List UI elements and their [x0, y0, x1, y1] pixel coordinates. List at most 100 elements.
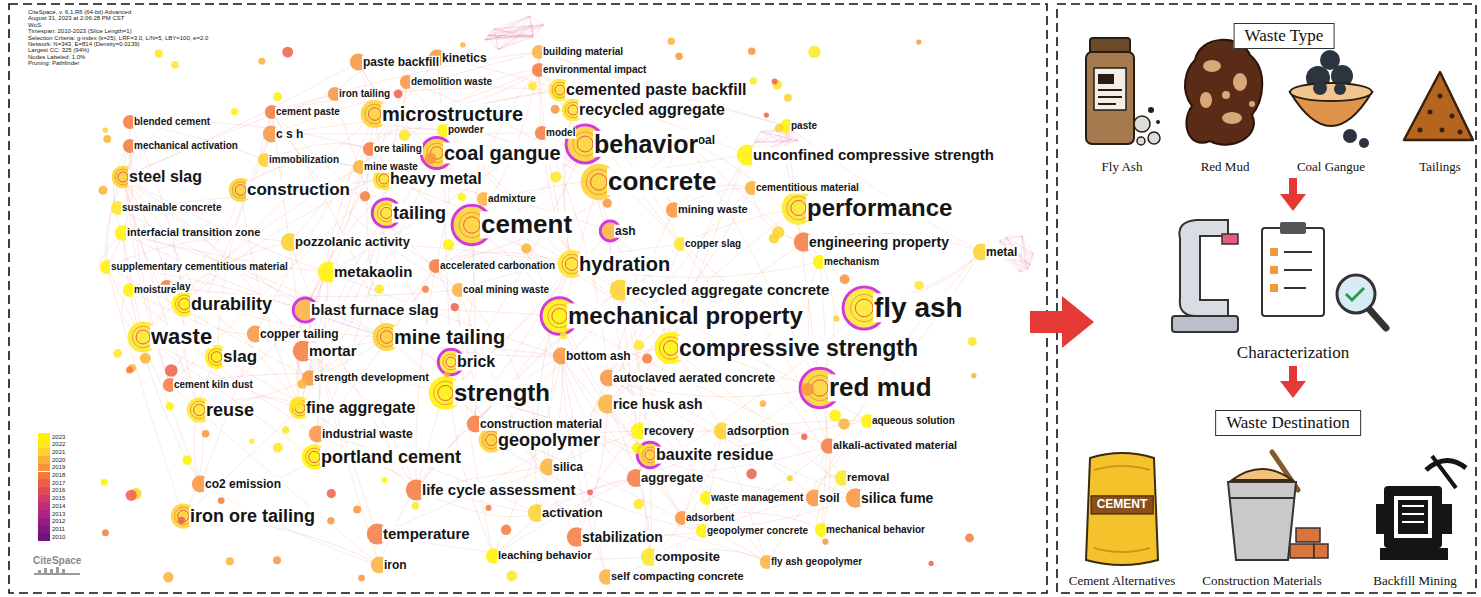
keyword-label: moisture [133, 285, 177, 296]
keyword-label: compressive strength [678, 336, 919, 360]
minor-node [928, 561, 933, 566]
keyword-label: recovery [643, 425, 695, 438]
keyword-label: recycled aggregate concrete [625, 282, 830, 298]
keyword-ring [309, 451, 320, 462]
halo-group [100, 45, 990, 585]
network-link [272, 112, 459, 290]
cluster-link [494, 29, 533, 37]
keyword-label: industrial waste [321, 428, 414, 441]
minor-node [634, 340, 644, 350]
keyword-label: leaching behavior [497, 550, 593, 562]
keyword-ring [381, 207, 392, 218]
header-line: Pruning: Pathfinder [28, 60, 79, 66]
minor-node [760, 400, 767, 407]
minor-node [101, 479, 108, 486]
network-link [820, 388, 830, 530]
cluster-link [485, 35, 533, 39]
keyword-label: mechanical behavior [825, 525, 926, 536]
keyword-label: cement kiln dust [173, 380, 254, 391]
keyword-label: fly ash geopolymer [770, 557, 863, 568]
keyword-label: red mud [828, 374, 933, 401]
minor-node [218, 497, 225, 504]
left-panel-frame [9, 4, 1047, 593]
keyword-label: portland cement [320, 448, 462, 467]
heading-box: Waste Destination [1215, 410, 1361, 436]
legend-year: 2021 [52, 449, 65, 456]
destination-caption: Construction Materials [1202, 574, 1322, 588]
minor-node [971, 373, 976, 378]
keyword-label: recycled aggregate [578, 102, 726, 119]
minor-node [775, 124, 783, 132]
minor-node [838, 418, 849, 429]
destination-caption: Backfill Mining [1373, 574, 1456, 588]
minor-node [822, 539, 828, 545]
minor-node [451, 303, 459, 311]
keyword-label: concrete [607, 168, 717, 195]
legend-swatch [38, 456, 50, 464]
cluster-link [496, 37, 498, 49]
keyword-label: paste [790, 121, 818, 132]
keyword-ring [368, 108, 381, 121]
keyword-ring [179, 298, 190, 309]
box-text: Waste Destination [1226, 413, 1350, 433]
link-group [99, 16, 1033, 577]
keyword-label: steel slag [128, 169, 203, 186]
minor-node [769, 233, 779, 243]
network-link [608, 378, 855, 498]
keyword-label: self compacting concrete [610, 571, 745, 583]
keyword-ring [645, 450, 655, 460]
red-mud-icon [1185, 40, 1262, 145]
header-line: Network: N=343, E=814 (Density=0.0139) [28, 41, 140, 47]
legend-year: 2022 [52, 441, 65, 448]
keyword-ring [791, 200, 806, 215]
minor-node [126, 366, 133, 373]
network-link [183, 410, 203, 516]
keyword-label: construction material [479, 418, 603, 431]
keyword-ring [664, 341, 678, 355]
keyword-label: blended cement [133, 117, 211, 128]
legend-swatch [38, 518, 50, 526]
keyword-ring [552, 308, 567, 323]
heading-box: Waste Type [1234, 23, 1335, 49]
keyword-ring [211, 352, 222, 363]
keyword-label: microstructure [381, 104, 524, 125]
keyword-label: accelerated carbonation [439, 261, 556, 272]
cluster-link [519, 16, 530, 35]
keyword-ring [855, 299, 873, 317]
keyword-label: paste backfill [362, 56, 440, 69]
legend-swatch [38, 441, 50, 449]
minor-node [382, 477, 388, 483]
keyword-label: iron [383, 559, 408, 572]
keyword-label: construction [246, 181, 351, 199]
legend-year: 2020 [52, 457, 65, 464]
minor-node [833, 316, 839, 322]
keyword-label: slag [222, 348, 258, 366]
legend-year: 2017 [52, 480, 65, 487]
keyword-ring [118, 172, 128, 182]
keyword-ring [379, 174, 389, 184]
keyword-label: autoclaved aerated concrete [612, 372, 776, 385]
keyword-label: performance [806, 195, 953, 220]
keyword-label: ore tailing [373, 144, 423, 155]
minor-node [675, 52, 682, 59]
keyword-label: environmental impact [542, 65, 647, 76]
keyword-label: supplementary cementitious material [110, 262, 289, 273]
keyword-label: geopolymer concrete [706, 526, 809, 537]
cluster-link [530, 16, 534, 37]
cluster-link [1030, 254, 1033, 265]
keyword-label: sustainable concrete [121, 203, 222, 214]
minor-node [521, 243, 531, 253]
keyword-label: coal mining waste [462, 285, 550, 296]
keyword-ring [380, 331, 393, 344]
minor-node [668, 38, 675, 45]
minor-node [764, 112, 769, 117]
minor-node [965, 534, 974, 543]
header-line: Selection Criteria: g-index (k=25), LRF=… [28, 35, 208, 41]
keyword-label: engineering property [808, 235, 950, 250]
keyword-ring [235, 185, 246, 196]
minor-node [443, 239, 454, 250]
minor-node [171, 61, 179, 69]
network-link [105, 177, 123, 267]
cluster-link [1000, 237, 1006, 241]
cluster-link [755, 140, 798, 142]
